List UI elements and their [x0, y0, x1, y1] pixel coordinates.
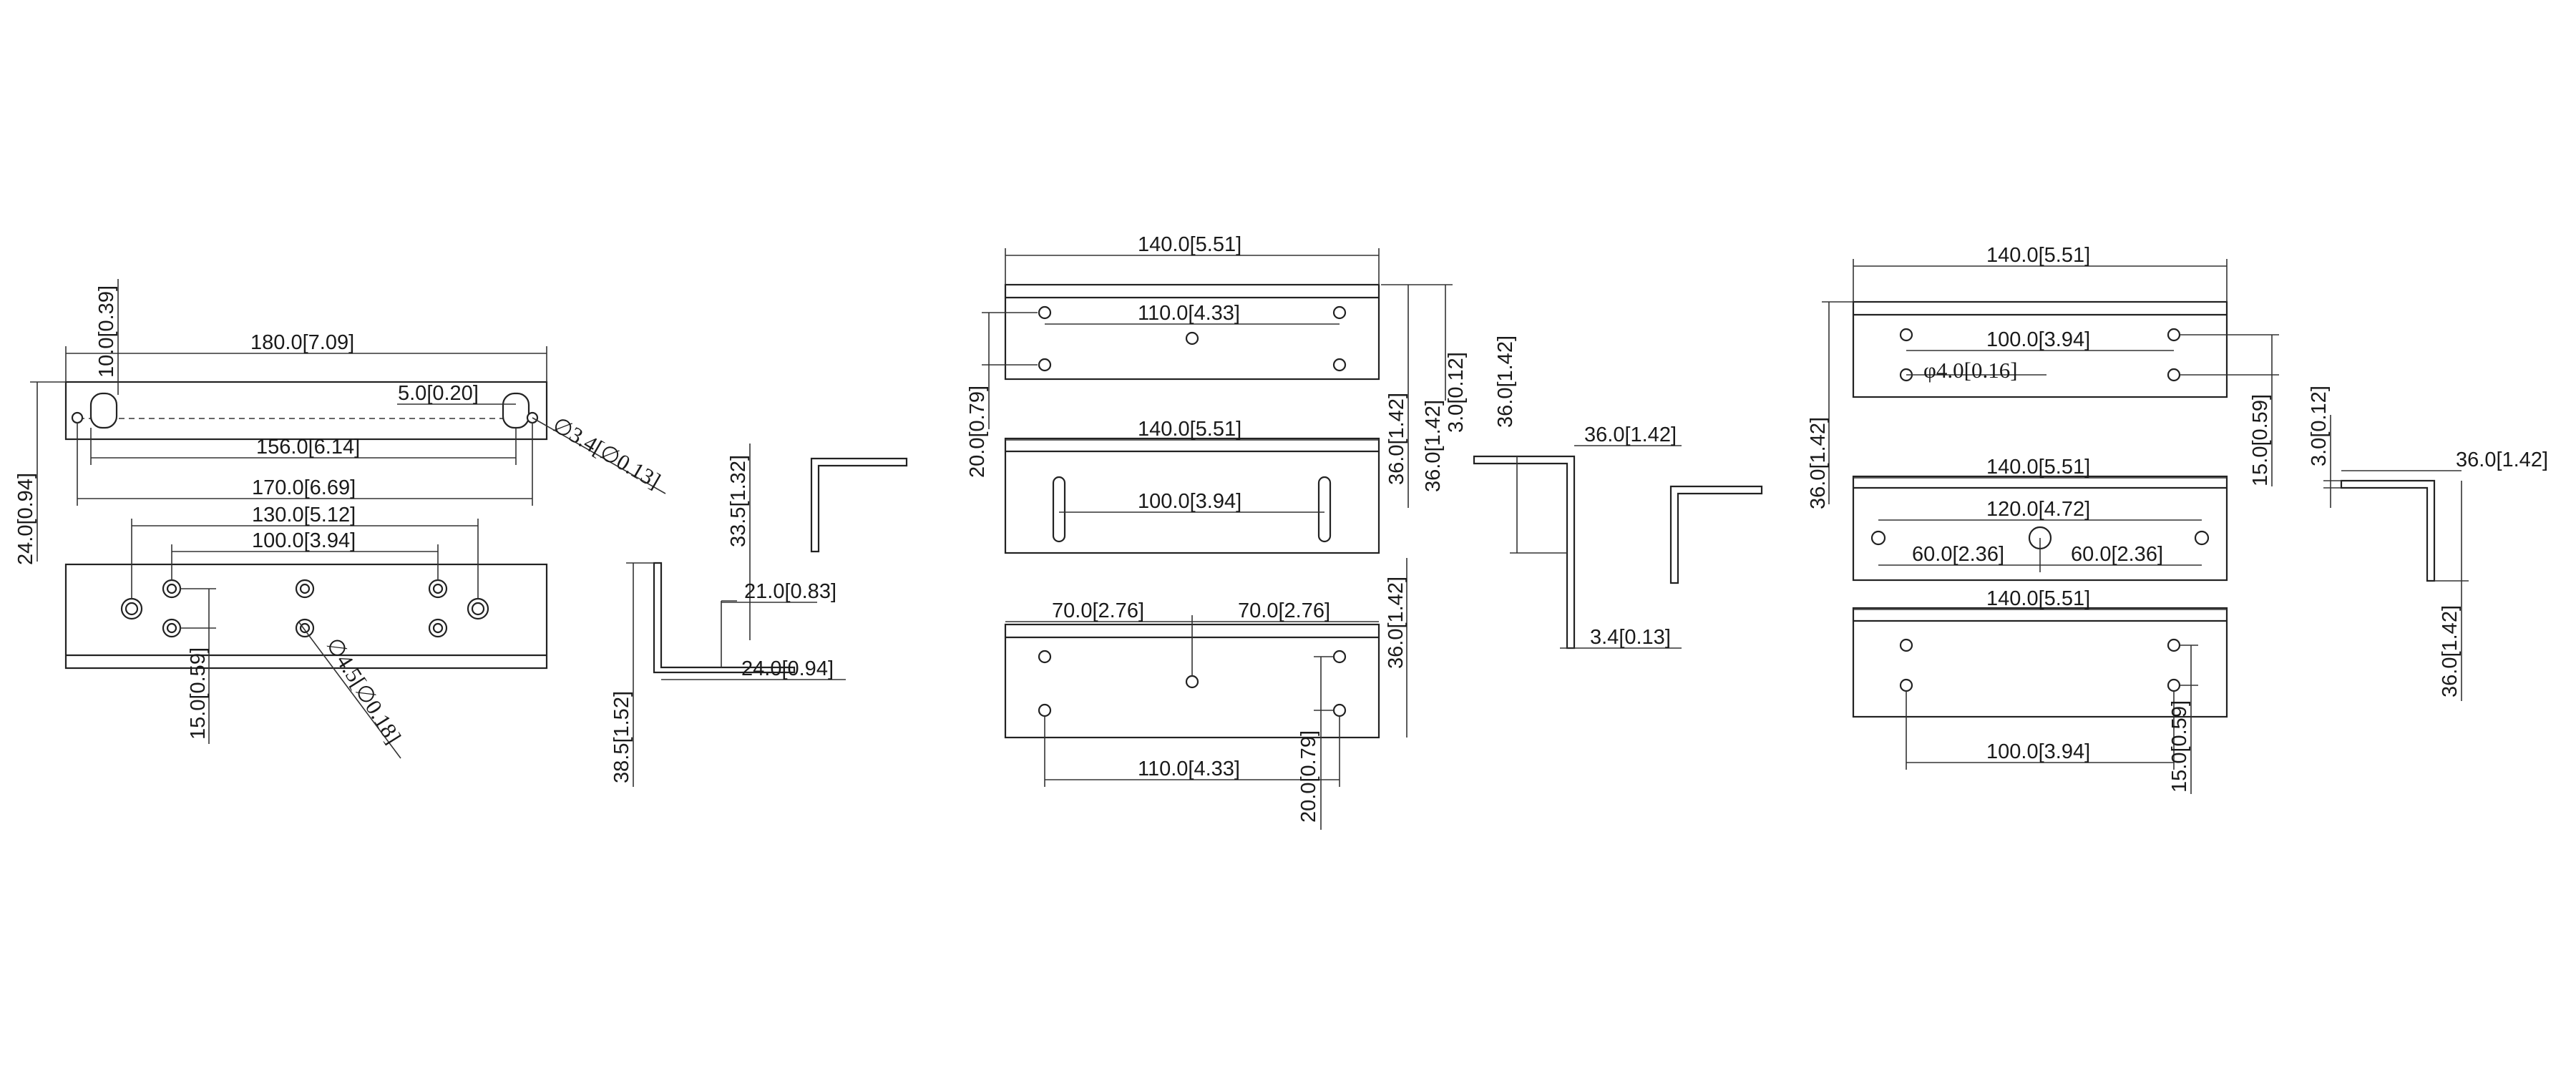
d1-dim-21: 21.0[0.83] — [744, 580, 836, 603]
d2-plate-a-body — [1004, 283, 1380, 381]
d2a-hole-5 — [1332, 358, 1347, 372]
d2a-dim-36: 36.0[1.42] — [1422, 400, 1445, 492]
d1-dim-15: 15.0[0.59] — [187, 647, 210, 740]
d1-top-plate — [64, 381, 548, 441]
d1-slot-left — [89, 392, 118, 429]
d3a-dim-dia: φ4.0[0.16] — [1923, 358, 2018, 383]
d3a-dim-140: 140.0[5.51] — [1986, 244, 2090, 267]
d2a-dim-110: 110.0[4.33] — [1138, 302, 1240, 325]
d2a-hole-2 — [1038, 358, 1052, 372]
drawing-3: 140.0[5.51] 100.0[3.94] φ4.0[0.16] 36.0[… — [1807, 244, 2548, 794]
d2b-dim-100: 100.0[3.94] — [1138, 490, 1241, 513]
d1-dim-170: 170.0[6.69] — [252, 476, 356, 499]
d1-dim-hole-dia-45: ∅4.5[∅0.18] — [321, 633, 406, 748]
d2a-dim-140: 140.0[5.51] — [1138, 233, 1241, 256]
d3b-dim-140: 140.0[5.51] — [1986, 456, 2090, 479]
d1-dim-10: 10.0[0.39] — [95, 285, 118, 378]
d2-dim-3-4: 3.4[0.13] — [1590, 626, 1671, 649]
d3b-hole-left — [1870, 530, 1886, 546]
d2-dim-36-vert: 36.0[1.42] — [1494, 335, 1517, 428]
d2-plate-b-body — [1004, 437, 1380, 554]
d3c-dim-140: 140.0[5.51] — [1986, 587, 2090, 610]
d3c-hole-2 — [1899, 678, 1913, 692]
d2c-hole-4 — [1332, 650, 1347, 664]
d2c-hole-3 — [1185, 675, 1199, 689]
d3a-hole-4 — [2167, 368, 2181, 382]
d2c-hole-2 — [1038, 703, 1052, 717]
d2a-dim-3: 3.0[0.12] — [1445, 352, 1468, 433]
d3-angle-profile — [2340, 479, 2436, 582]
d2-angle-profile-a — [1473, 455, 1576, 650]
d2a-dim-20: 20.0[0.79] — [966, 386, 989, 478]
d1-hole-left — [71, 411, 84, 424]
d3a-dim-36: 36.0[1.42] — [1807, 417, 1830, 509]
d3a-hole-1 — [1899, 328, 1913, 342]
d2b-slot-left — [1052, 476, 1066, 543]
d3c-hole-4 — [2167, 678, 2181, 692]
d3b-dim-60-left: 60.0[2.36] — [1912, 543, 2004, 566]
d3-plate-c-body — [1852, 607, 2228, 718]
d3-plate-b: 140.0[5.51] 120.0[4.72] 60.0[2.36] 60.0[… — [1852, 456, 2228, 582]
d2b-dim-140: 140.0[5.51] — [1138, 418, 1241, 441]
d3-dim-3: 3.0[0.12] — [2308, 386, 2331, 466]
d2a-hole-1 — [1038, 305, 1052, 320]
d1-dim-33-5: 33.5[1.32] — [727, 455, 750, 547]
d3c-dim-100: 100.0[3.94] — [1986, 740, 2090, 763]
d1-dim-hole-dia: ∅3.4[∅0.13] — [549, 412, 665, 494]
d2c-dim-110: 110.0[4.33] — [1138, 758, 1240, 780]
d1-front-view: 130.0[5.12] 100.0[3.94] 15.0[0.59] ∅4.5[… — [64, 504, 548, 759]
d3-dim-36-flange: 36.0[1.42] — [2456, 449, 2548, 471]
d1-dim-5: 5.0[0.20] — [398, 382, 479, 405]
d3-plate-c: 140.0[5.51] 100.0[3.94] 15.0[0.59] — [1852, 587, 2228, 794]
d2a-hole-4 — [1332, 305, 1347, 320]
d1-front-plate — [64, 563, 548, 670]
d3-side-view: 3.0[0.12] 36.0[1.42] 36.0[1.42] — [2308, 386, 2548, 701]
drawing-2: 140.0[5.51] 110.0[4.33] 20.0[0.79] 3.0[0… — [966, 233, 1763, 830]
d1-dim-38-5: 38.5[1.52] — [610, 691, 633, 783]
d3-plate-a-body — [1852, 300, 2228, 398]
d2-plate-b: 140.0[5.51] 100.0[3.94] 36.0[1.42] — [1004, 393, 1408, 554]
d2b-dim-36: 36.0[1.42] — [1385, 393, 1408, 485]
drawing-1: 10.0[0.39] 180.0[7.09] 5.0[0.20] ∅3.4[∅0… — [14, 279, 908, 787]
d2c-dim-20: 20.0[0.79] — [1297, 730, 1320, 823]
d2-side-view: 36.0[1.42] 36.0[1.42] 3.4[0.13] — [1473, 335, 1763, 650]
d2c-hole-5 — [1332, 703, 1347, 717]
d3c-hole-3 — [2167, 638, 2181, 652]
d3b-hole-right — [2194, 530, 2210, 546]
d1-dim-100: 100.0[3.94] — [252, 529, 356, 552]
d2c-hole-1 — [1038, 650, 1052, 664]
d2c-dim-36: 36.0[1.42] — [1385, 577, 1407, 669]
d3-plate-a: 140.0[5.51] 100.0[3.94] φ4.0[0.16] 36.0[… — [1807, 244, 2279, 509]
d1-dim-156: 156.0[6.14] — [256, 436, 360, 459]
d3b-dim-120: 120.0[4.72] — [1986, 498, 2090, 521]
d3b-dim-60-right: 60.0[2.36] — [2071, 543, 2163, 566]
d3-dim-36-vert: 36.0[1.42] — [2439, 605, 2462, 697]
d2-angle-profile-b — [1669, 485, 1763, 584]
d2-dim-36-flange: 36.0[1.42] — [1584, 423, 1677, 446]
d2b-slot-right — [1317, 476, 1332, 543]
d1-slot-right — [502, 392, 530, 429]
d1-angle-profile — [810, 457, 908, 553]
d1-dim-130: 130.0[5.12] — [252, 504, 356, 526]
d1-dim-24-side: 24.0[0.94] — [741, 657, 834, 680]
d3c-hole-1 — [1899, 638, 1913, 652]
d1-dim-180: 180.0[7.09] — [250, 331, 354, 354]
d3-plate-b-body — [1852, 475, 2228, 582]
d3a-dim-15: 15.0[0.59] — [2249, 394, 2272, 486]
d2-plate-a: 140.0[5.51] 110.0[4.33] 20.0[0.79] 3.0[0… — [966, 233, 1468, 508]
d2c-dim-70-left: 70.0[2.76] — [1052, 599, 1144, 622]
d2-plate-c: 70.0[2.76] 70.0[2.76] 110.0[4.33] 20.0[0… — [1004, 558, 1407, 830]
d3a-dim-100: 100.0[3.94] — [1986, 328, 2090, 351]
d3c-dim-15: 15.0[0.59] — [2168, 700, 2191, 793]
d1-dim-24: 24.0[0.94] — [14, 473, 37, 565]
d2c-dim-70-right: 70.0[2.76] — [1238, 599, 1330, 622]
d3a-hole-3 — [2167, 328, 2181, 342]
d1-side-view: 33.5[1.32] 21.0[0.83] 24.0[0.94] 38.5[1.… — [610, 444, 908, 787]
d2a-hole-3 — [1185, 331, 1199, 346]
d1-channel-profile — [653, 562, 796, 674]
